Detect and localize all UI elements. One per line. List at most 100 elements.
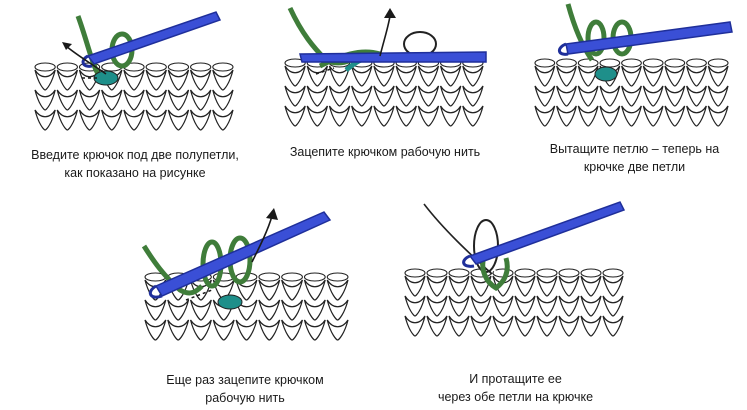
- chain-bump: [167, 62, 190, 72]
- crochet-hook: [565, 21, 733, 55]
- caption-line: Введите крючок под две полупетли,: [31, 148, 239, 162]
- stitch: [101, 89, 123, 111]
- stitch: [462, 65, 484, 87]
- chain-bump: [448, 268, 470, 278]
- stitch: [303, 279, 326, 301]
- stitch: [326, 319, 349, 341]
- stitch: [536, 315, 558, 337]
- chain-bump: [190, 62, 212, 72]
- stitch: [78, 69, 101, 91]
- chain-bump: [145, 62, 167, 72]
- arrow-dash: [185, 289, 213, 301]
- stitch: [707, 85, 729, 107]
- chain-bump: [664, 58, 686, 68]
- stitch: [167, 89, 190, 111]
- stitch: [404, 295, 426, 317]
- stitch: [373, 85, 395, 107]
- yarn-green: [141, 244, 204, 296]
- yarn-green: [480, 255, 510, 292]
- stitch: [235, 319, 258, 341]
- stitch: [599, 105, 621, 127]
- stitch: [558, 315, 580, 337]
- stitch: [621, 85, 642, 107]
- stitch: [462, 105, 484, 127]
- chain-bump: [577, 58, 599, 68]
- chain-bump: [281, 272, 303, 282]
- stitch: [448, 275, 470, 297]
- stitch: [189, 299, 212, 321]
- stitch: [404, 275, 426, 297]
- chain-bump: [426, 268, 448, 278]
- stitch: [145, 89, 167, 111]
- stitch: [602, 295, 624, 317]
- stitch: [144, 299, 167, 321]
- yarn-loop: [585, 19, 607, 57]
- chain-bump: [602, 268, 624, 278]
- stitch: [580, 315, 602, 337]
- chain-bump: [284, 58, 306, 68]
- stitch: [426, 295, 448, 317]
- stitch: [470, 275, 492, 297]
- stitch: [145, 69, 167, 91]
- crochet-diagram-5: [404, 201, 626, 337]
- stitch: [395, 105, 417, 127]
- stitch: [556, 85, 577, 107]
- chain-bump: [621, 58, 642, 68]
- stitch: [351, 65, 373, 87]
- crochet-hook: [299, 51, 487, 63]
- stitch: [303, 299, 326, 321]
- stitch: [328, 105, 351, 127]
- arrow-head: [266, 208, 278, 220]
- stitch: [602, 315, 624, 337]
- stitch: [404, 315, 426, 337]
- stitch: [326, 299, 349, 321]
- chain-bump: [556, 58, 577, 68]
- stitch: [707, 65, 729, 87]
- stitch: [281, 299, 304, 321]
- stitch: [212, 109, 234, 131]
- caption-line: через обе петли на крючке: [437, 390, 594, 404]
- stitch: [514, 275, 536, 297]
- stitch-fabric: [404, 268, 624, 337]
- stitch: [664, 85, 686, 107]
- stitch: [580, 275, 602, 297]
- stitch: [78, 89, 101, 111]
- stitch: [664, 105, 686, 127]
- stitch: [306, 85, 329, 107]
- yarn-teal-knot: [594, 66, 618, 82]
- stitch: [56, 89, 79, 111]
- chain-bump: [492, 268, 514, 278]
- caption-line: как показано на рисунке: [64, 166, 206, 180]
- stitch: [642, 65, 664, 87]
- stitch: [580, 295, 602, 317]
- stitch: [373, 65, 395, 87]
- caption-line: Вытащите петлю – теперь на: [549, 142, 720, 156]
- caption-line: Еще раз зацепите крючком: [166, 373, 324, 387]
- step-2-illustration: [280, 4, 490, 136]
- chain-bump: [258, 272, 281, 282]
- stitch-fabric: [534, 58, 729, 127]
- stitch: [306, 105, 329, 127]
- stitch: [258, 279, 281, 301]
- caption-line: рабочую нить: [205, 391, 285, 405]
- stitch: [621, 105, 642, 127]
- step-1-illustration: [30, 8, 240, 140]
- crochet-diagram-3: [534, 3, 733, 127]
- stitch: [189, 109, 212, 131]
- stitch: [258, 299, 281, 321]
- direction-arrow: [379, 15, 391, 57]
- step-2-caption: Зацепите крючком рабочую нить: [268, 143, 502, 161]
- stitch: [492, 315, 514, 337]
- stitch: [664, 65, 686, 87]
- stitch: [514, 315, 536, 337]
- stitch: [556, 105, 577, 127]
- stitch: [599, 85, 621, 107]
- stitch: [281, 279, 304, 301]
- yarn-green: [565, 3, 595, 62]
- chain-bump: [707, 58, 729, 68]
- stitch: [558, 275, 580, 297]
- stitch: [395, 65, 417, 87]
- stitch: [167, 109, 190, 131]
- stitch: [462, 85, 484, 107]
- chain-bump: [212, 62, 234, 72]
